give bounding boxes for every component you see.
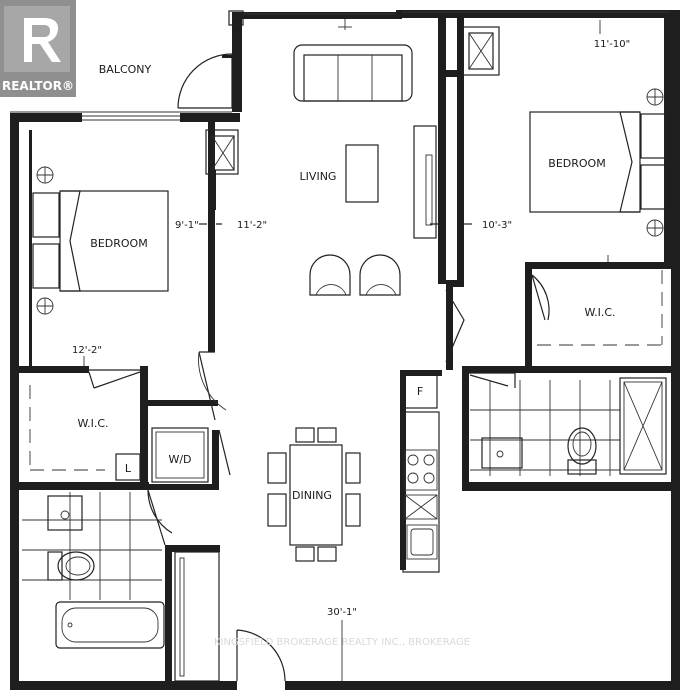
linen-label: L <box>125 462 132 475</box>
wic-left-label: W.I.C. <box>77 417 108 430</box>
kitchen: F <box>402 371 440 573</box>
bedroom-right-label: BEDROOM <box>548 157 605 170</box>
living-width: 11'-2" <box>237 220 267 231</box>
living-label: LIVING <box>300 170 337 183</box>
wic-right-label: W.I.C. <box>584 306 615 319</box>
balcony: BALCONY <box>10 53 233 113</box>
left-wic: L W.I.C. <box>29 385 141 481</box>
bedroom-right-depth: 10'-3" <box>482 220 512 231</box>
fridge-label: F <box>417 385 423 398</box>
bedroom-right-width: 11'-10" <box>594 39 630 50</box>
right-bathroom <box>470 377 667 476</box>
right-wic: W.I.C. <box>537 270 663 346</box>
dining-area: DINING 30'-1" <box>267 427 361 681</box>
overall-depth: 30'-1" <box>327 607 357 618</box>
bedroom-left-label: BEDROOM <box>90 237 147 250</box>
left-bathroom <box>22 492 220 682</box>
bedroom-left-width: 12'-2" <box>72 345 102 356</box>
realtor-logo: REALTOR® <box>0 0 76 97</box>
realtor-brand-text: REALTOR® <box>2 79 74 93</box>
windows <box>82 10 671 121</box>
bedroom-left-depth: 9'-1" <box>175 220 199 231</box>
doors <box>88 274 550 682</box>
left-bedroom: BEDROOM 9'-1" 12'-2" <box>29 129 239 366</box>
exterior-walls <box>10 10 680 690</box>
laundry-label: W/D <box>168 453 191 466</box>
balcony-label: BALCONY <box>99 63 152 76</box>
watermark: KINGSFIELD BROKERAGE REALTY INC., BROKER… <box>214 637 470 648</box>
dining-label: DINING <box>292 489 332 502</box>
right-bedroom: BEDROOM 11'-10" 10'-3" <box>462 18 671 268</box>
dimension-ticks <box>338 19 352 30</box>
living-area: LIVING 11'-2" <box>216 44 438 296</box>
laundry-closet: W/D <box>151 427 209 483</box>
interior-walls <box>19 18 671 681</box>
